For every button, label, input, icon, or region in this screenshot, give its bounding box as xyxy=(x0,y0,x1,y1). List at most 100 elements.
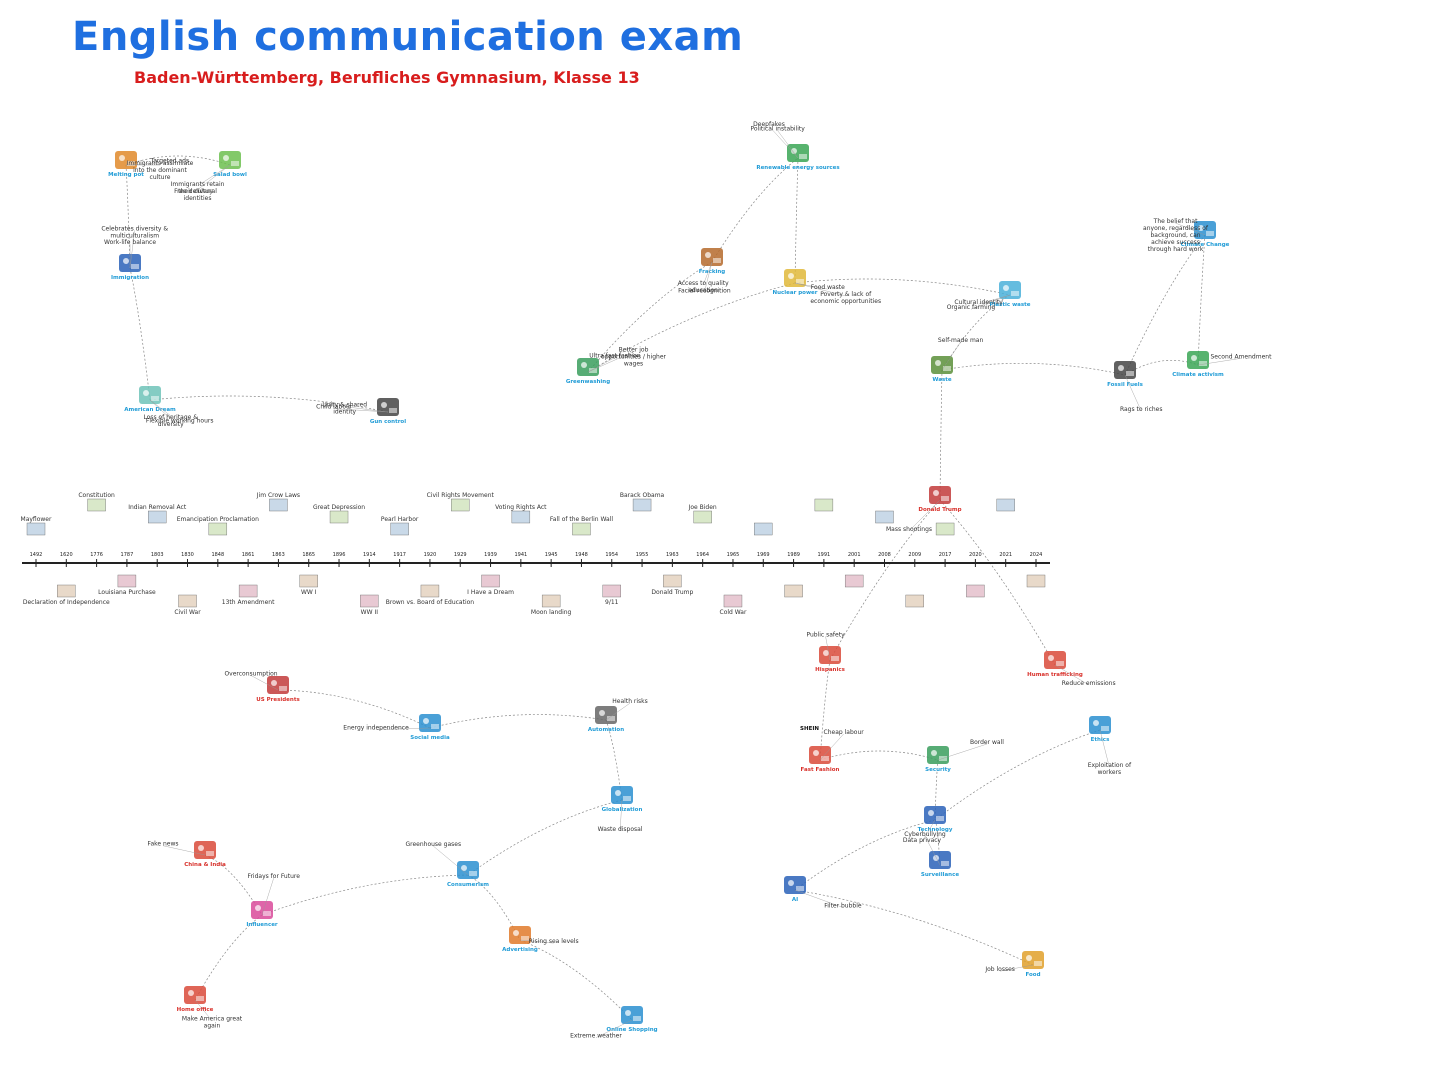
note-connector xyxy=(921,819,936,843)
link-automation-globalization xyxy=(605,719,623,801)
timeline-event-label: 9/11 xyxy=(605,599,619,606)
note-connector xyxy=(125,162,170,166)
timeline-year: 1991 xyxy=(818,552,831,558)
timeline-event-label: Barack Obama xyxy=(620,492,665,499)
timeline-event-image xyxy=(26,522,46,536)
timeline-event-image xyxy=(420,584,440,598)
link-us-presidents-social-media xyxy=(277,689,431,729)
timeline-event-image xyxy=(329,510,349,524)
timeline-year: 2008 xyxy=(878,552,891,558)
note-text: Fake news xyxy=(148,841,179,848)
timeline-year: 1865 xyxy=(302,552,315,558)
gun-icon xyxy=(377,398,399,416)
note-connector xyxy=(937,743,988,761)
hub-label: Social media xyxy=(410,735,450,741)
note-connector xyxy=(768,125,799,159)
hub-label: Human trafficking xyxy=(1027,672,1083,678)
hub-technology: Technology xyxy=(918,806,953,833)
link-influencer-home-office xyxy=(194,914,263,1001)
note-connector xyxy=(162,845,206,856)
note-connector xyxy=(587,351,634,373)
timeline-event-image xyxy=(208,522,228,536)
timeline-event-image xyxy=(148,510,167,524)
laptop-icon xyxy=(621,1006,643,1024)
recycle-icon xyxy=(787,144,809,162)
hub-china-india: China & India xyxy=(184,841,226,868)
timeline-event-image xyxy=(754,522,773,536)
hub-fast-fashion: Fast Fashion xyxy=(801,746,840,773)
timeline-year: 1948 xyxy=(575,552,588,558)
timeline-event-image xyxy=(693,510,712,524)
note-connector xyxy=(1175,222,1206,236)
note-connector xyxy=(1054,664,1089,685)
note-connector xyxy=(619,799,623,831)
note-connector xyxy=(777,130,799,159)
timeline-event-label: Constitution xyxy=(78,492,115,499)
hub-label: Automation xyxy=(588,727,624,733)
eye-icon xyxy=(929,851,951,869)
bottle-icon xyxy=(999,281,1021,299)
note-connector xyxy=(519,939,554,944)
timeline-year: 1963 xyxy=(666,552,679,558)
timeline-year: 1941 xyxy=(514,552,527,558)
chains-icon xyxy=(1044,651,1066,669)
note-connector xyxy=(261,878,274,916)
hub-gun-control: Gun control xyxy=(370,398,406,425)
flag-icon xyxy=(267,676,289,694)
link-ethics-technology xyxy=(934,729,1101,821)
hub-consumerism: Consumerism xyxy=(447,861,489,888)
note-connector xyxy=(605,703,631,721)
connector-layer xyxy=(125,155,1206,1021)
timeline-event-label: Voting Rights Act xyxy=(495,504,547,511)
link-hispanics-fast-fashion xyxy=(819,659,831,761)
hub-label: Food xyxy=(1025,972,1040,978)
timeline-event-label: Louisiana Purchase xyxy=(98,589,156,596)
timeline-year: 1989 xyxy=(787,552,800,558)
timeline-event-label: Cold War xyxy=(720,609,747,616)
note-connector xyxy=(1197,358,1241,366)
hub-hispanics: Hispanics xyxy=(815,646,846,673)
note-connector xyxy=(1124,374,1142,412)
hub-climate-change: Climate Change xyxy=(1181,221,1230,248)
link-donald-trump-waste xyxy=(939,369,943,501)
timeline-year: 2024 xyxy=(1030,552,1043,558)
rig-icon xyxy=(701,248,723,266)
hub-salad-bowl: Salad bowl xyxy=(213,151,247,178)
note-text: Fridays for Future xyxy=(247,873,300,880)
note-connector xyxy=(197,164,231,186)
note-connector xyxy=(1099,729,1110,768)
note-connector xyxy=(978,294,1011,305)
note-text: Cultural identity xyxy=(954,299,1003,306)
timeline-event-label: Fall of the Berlin Wall xyxy=(550,516,613,523)
trash-icon xyxy=(931,356,953,374)
timeline-event-image xyxy=(360,594,379,608)
timeline-event-image xyxy=(632,498,652,512)
hub-label: Security xyxy=(925,767,951,773)
note-connector xyxy=(794,282,828,290)
page-subtitle: Baden-Württemberg, Berufliches Gymnasium… xyxy=(134,68,640,87)
timeline-year: 2020 xyxy=(969,552,982,558)
note-text: Greenhouse gases xyxy=(405,841,461,848)
hub-label: China & India xyxy=(184,862,226,868)
note-connector xyxy=(149,399,171,420)
shirt-icon xyxy=(809,746,831,764)
note-text: Health risks xyxy=(612,698,647,705)
timeline-event-label: Pearl Harbor xyxy=(381,516,419,523)
megaphone-icon xyxy=(509,926,531,944)
link-waste-fossil-fuels xyxy=(941,362,1126,376)
note-text: Celebrates diversity &multiculturalism xyxy=(101,225,168,239)
note-connector xyxy=(825,636,831,661)
timeline-event-image xyxy=(299,574,318,588)
note-connector xyxy=(704,261,713,293)
hub-label: Home office xyxy=(177,1007,214,1013)
hub-label: American Dream xyxy=(124,407,176,413)
robot-icon xyxy=(595,706,617,724)
phone-icon xyxy=(419,714,441,732)
chip-icon xyxy=(784,876,806,894)
hub-climate-activism: Climate activism xyxy=(1172,351,1224,378)
timeline-year: 1787 xyxy=(121,552,134,558)
